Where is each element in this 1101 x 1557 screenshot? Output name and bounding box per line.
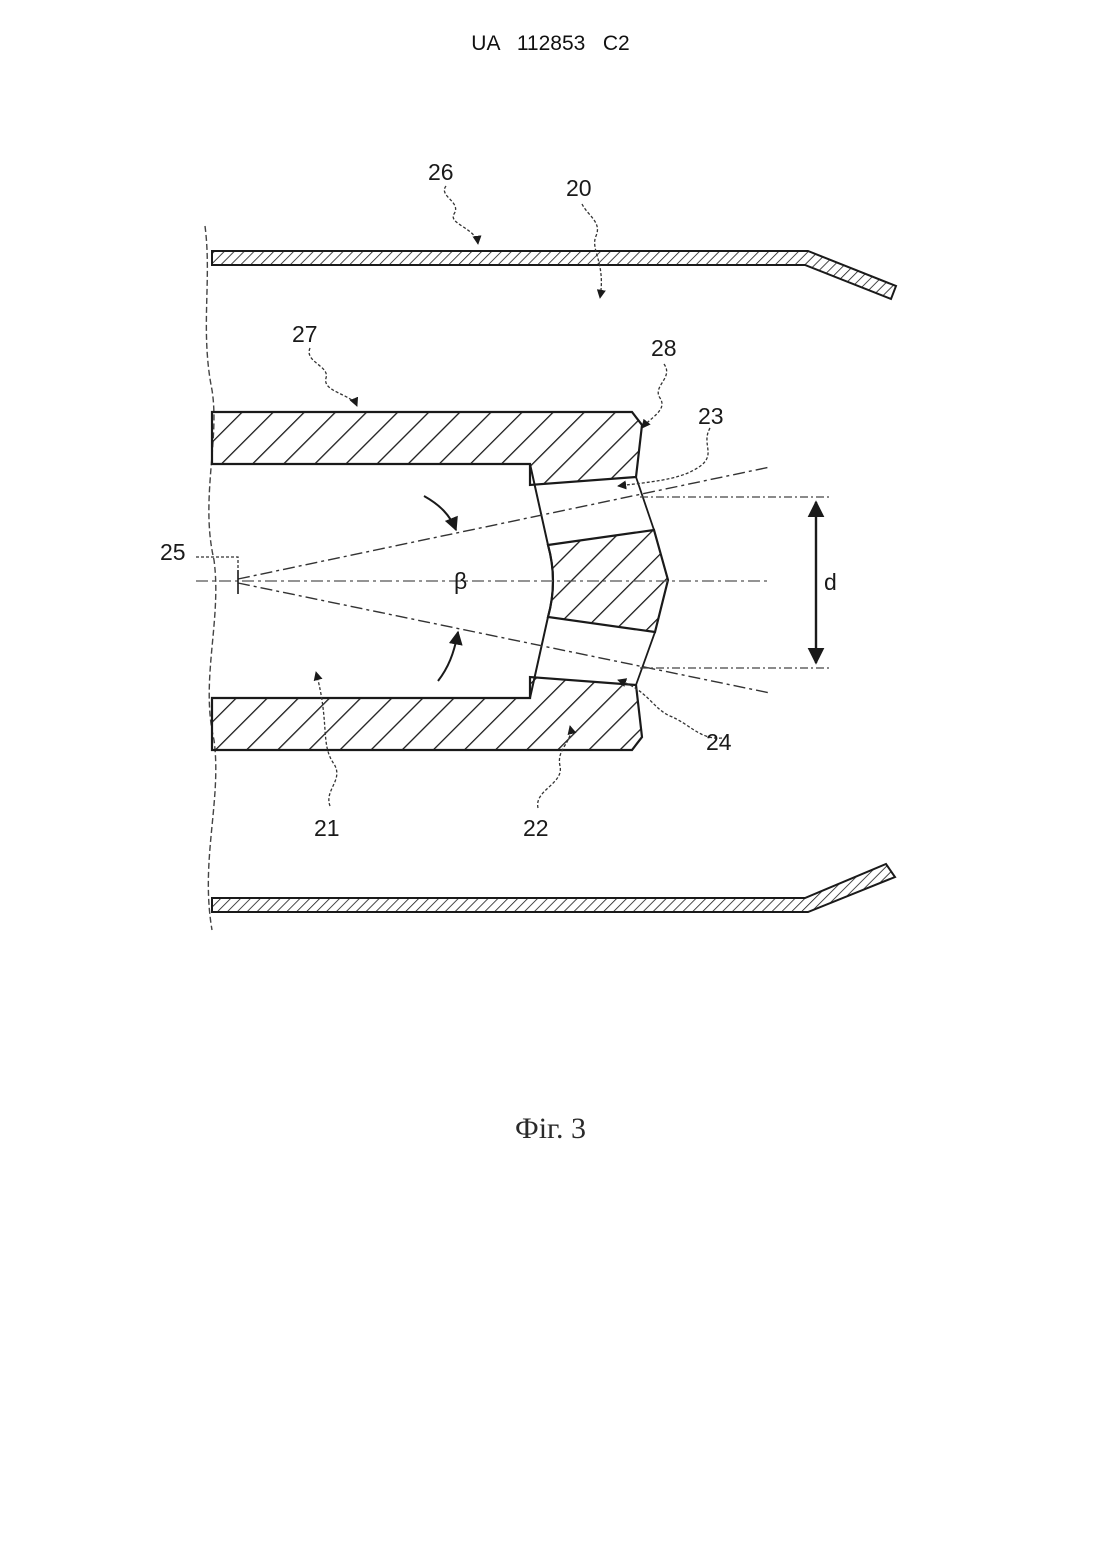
label-23: 23 bbox=[698, 403, 724, 429]
nozzle-upper-wall bbox=[212, 412, 642, 485]
label-d: d bbox=[824, 569, 837, 595]
nozzle-lower-wall bbox=[212, 677, 642, 750]
label-28: 28 bbox=[651, 335, 677, 361]
leader-line-25 bbox=[196, 557, 238, 572]
figure-caption: Фіг. 3 bbox=[0, 1112, 1101, 1146]
outer-tube-wall-top bbox=[212, 251, 896, 299]
label-beta: β bbox=[454, 568, 467, 594]
label-25: 25 bbox=[160, 539, 186, 565]
spray-line-upper bbox=[238, 467, 770, 579]
label-22: 22 bbox=[523, 815, 549, 841]
spray-line-lower bbox=[238, 583, 770, 693]
leader-line-28 bbox=[642, 364, 667, 428]
leader-line-26 bbox=[444, 186, 478, 244]
angle-arrow-upper bbox=[424, 496, 456, 530]
label-24: 24 bbox=[706, 729, 732, 755]
angle-arrow-lower bbox=[438, 632, 458, 681]
label-26: 26 bbox=[428, 159, 454, 185]
leader-line-27 bbox=[309, 348, 357, 406]
label-20: 20 bbox=[566, 175, 592, 201]
outer-tube-wall-bottom bbox=[212, 864, 895, 912]
label-27: 27 bbox=[292, 321, 318, 347]
break-line bbox=[205, 226, 216, 930]
label-21: 21 bbox=[314, 815, 340, 841]
